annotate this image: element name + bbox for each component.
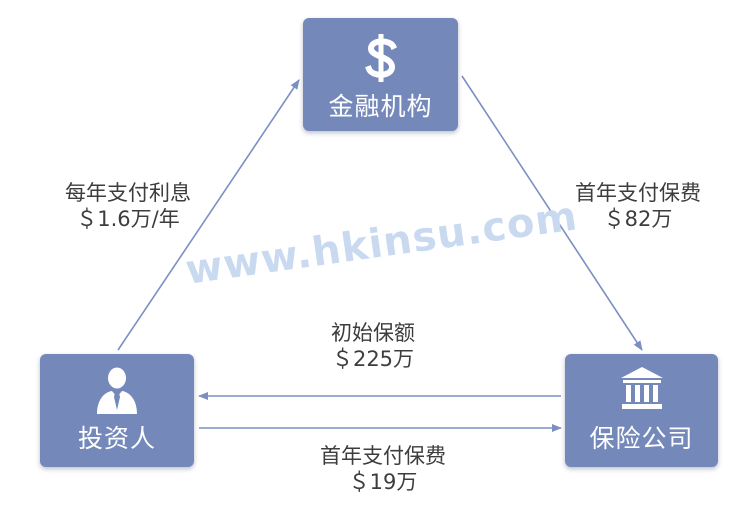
person-icon xyxy=(97,367,137,414)
edge-label-line2: ＄225万 xyxy=(331,347,415,371)
edge-label-line1: 首年支付保费 xyxy=(320,444,446,468)
edge-label-investor-premium: 首年支付保费 ＄19万 xyxy=(293,443,473,495)
edge-label-line1: 首年支付保费 xyxy=(575,181,701,205)
edge-label-line2: ＄82万 xyxy=(603,207,673,231)
investor-label: 投资人 xyxy=(77,424,156,453)
finance-institution-label: 金融机构 xyxy=(328,92,433,121)
insurance-company-label: 保险公司 xyxy=(589,424,694,453)
insurance-company-node: 保险公司 xyxy=(565,354,718,467)
arrow-investor-to-finance xyxy=(117,79,300,351)
arrow-finance-to-insurer xyxy=(461,75,643,351)
edge-label-initial-coverage: 初始保额 ＄225万 xyxy=(293,320,453,372)
finance-institution-node: 金融机构 xyxy=(303,18,458,131)
edge-label-line1: 初始保额 xyxy=(331,321,415,345)
edge-label-line1: 每年支付利息 xyxy=(65,181,191,205)
edge-label-loan-premium: 首年支付保费 ＄82万 xyxy=(553,180,723,232)
edge-label-line2: ＄1.6万/年 xyxy=(76,207,180,231)
edge-label-annual-interest: 每年支付利息 ＄1.6万/年 xyxy=(38,180,218,232)
investor-node: 投资人 xyxy=(40,354,194,467)
bank-building-icon xyxy=(620,367,663,409)
dollar-sign-icon xyxy=(364,34,397,82)
edge-label-line2: ＄19万 xyxy=(348,470,418,494)
